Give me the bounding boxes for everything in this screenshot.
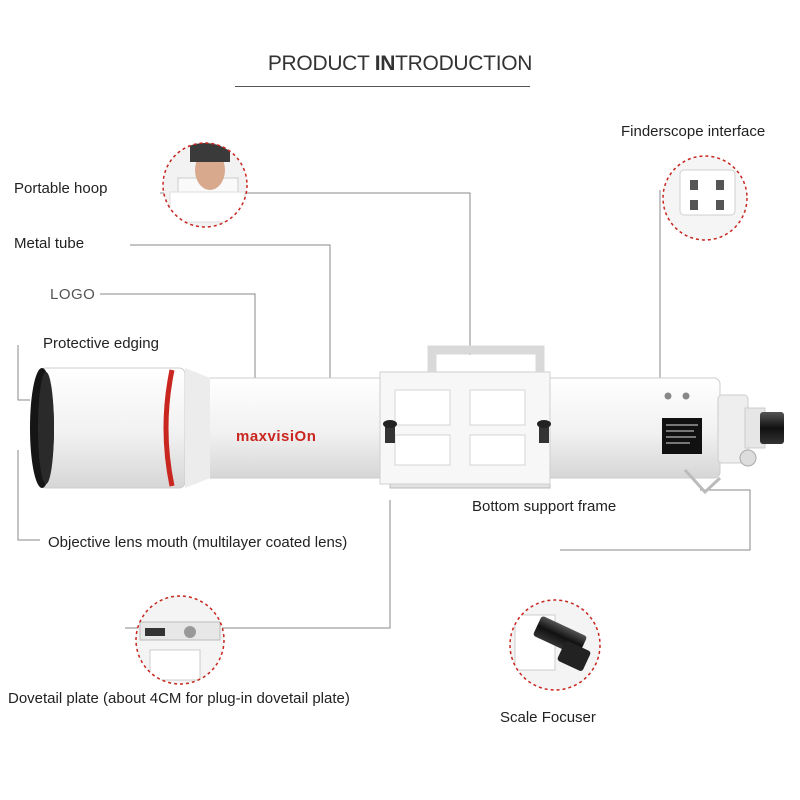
inset-dovetail <box>136 596 224 684</box>
inset-finderscope <box>663 156 747 240</box>
red-ring <box>163 369 175 487</box>
label-objective-lens: Objective lens mouth (multilayer coated … <box>48 534 348 551</box>
inset-focuser <box>510 600 600 690</box>
dew-shield <box>39 367 186 489</box>
page-title: PRODUCT INTRODUCTION <box>0 52 800 76</box>
title-prefix: PRODUCT <box>267 52 375 75</box>
title-suffix: TRODUCTION <box>395 52 533 75</box>
title-bold: IN <box>374 52 396 75</box>
eyepiece <box>760 412 784 444</box>
label-bottom-support-frame: Bottom support frame <box>472 498 617 515</box>
label-finderscope-interface: Finderscope interface <box>621 123 766 140</box>
leader-lines <box>17 190 751 629</box>
label-metal-tube: Metal tube <box>14 235 85 252</box>
portable-hoop <box>427 345 545 372</box>
label-scale-focuser: Scale Focuser <box>500 709 596 726</box>
label-protective-edging: Protective edging <box>43 335 159 352</box>
brand-logo: maxvisiOn <box>236 428 317 445</box>
inset-portable-hoop <box>163 143 247 227</box>
label-portable-hoop: Portable hoop <box>14 180 108 197</box>
support-frame <box>379 371 551 485</box>
label-logo: LOGO <box>50 286 96 303</box>
title-underline <box>235 86 530 87</box>
label-dovetail-plate: Dovetail plate (about 4CM for plug-in do… <box>8 690 350 707</box>
